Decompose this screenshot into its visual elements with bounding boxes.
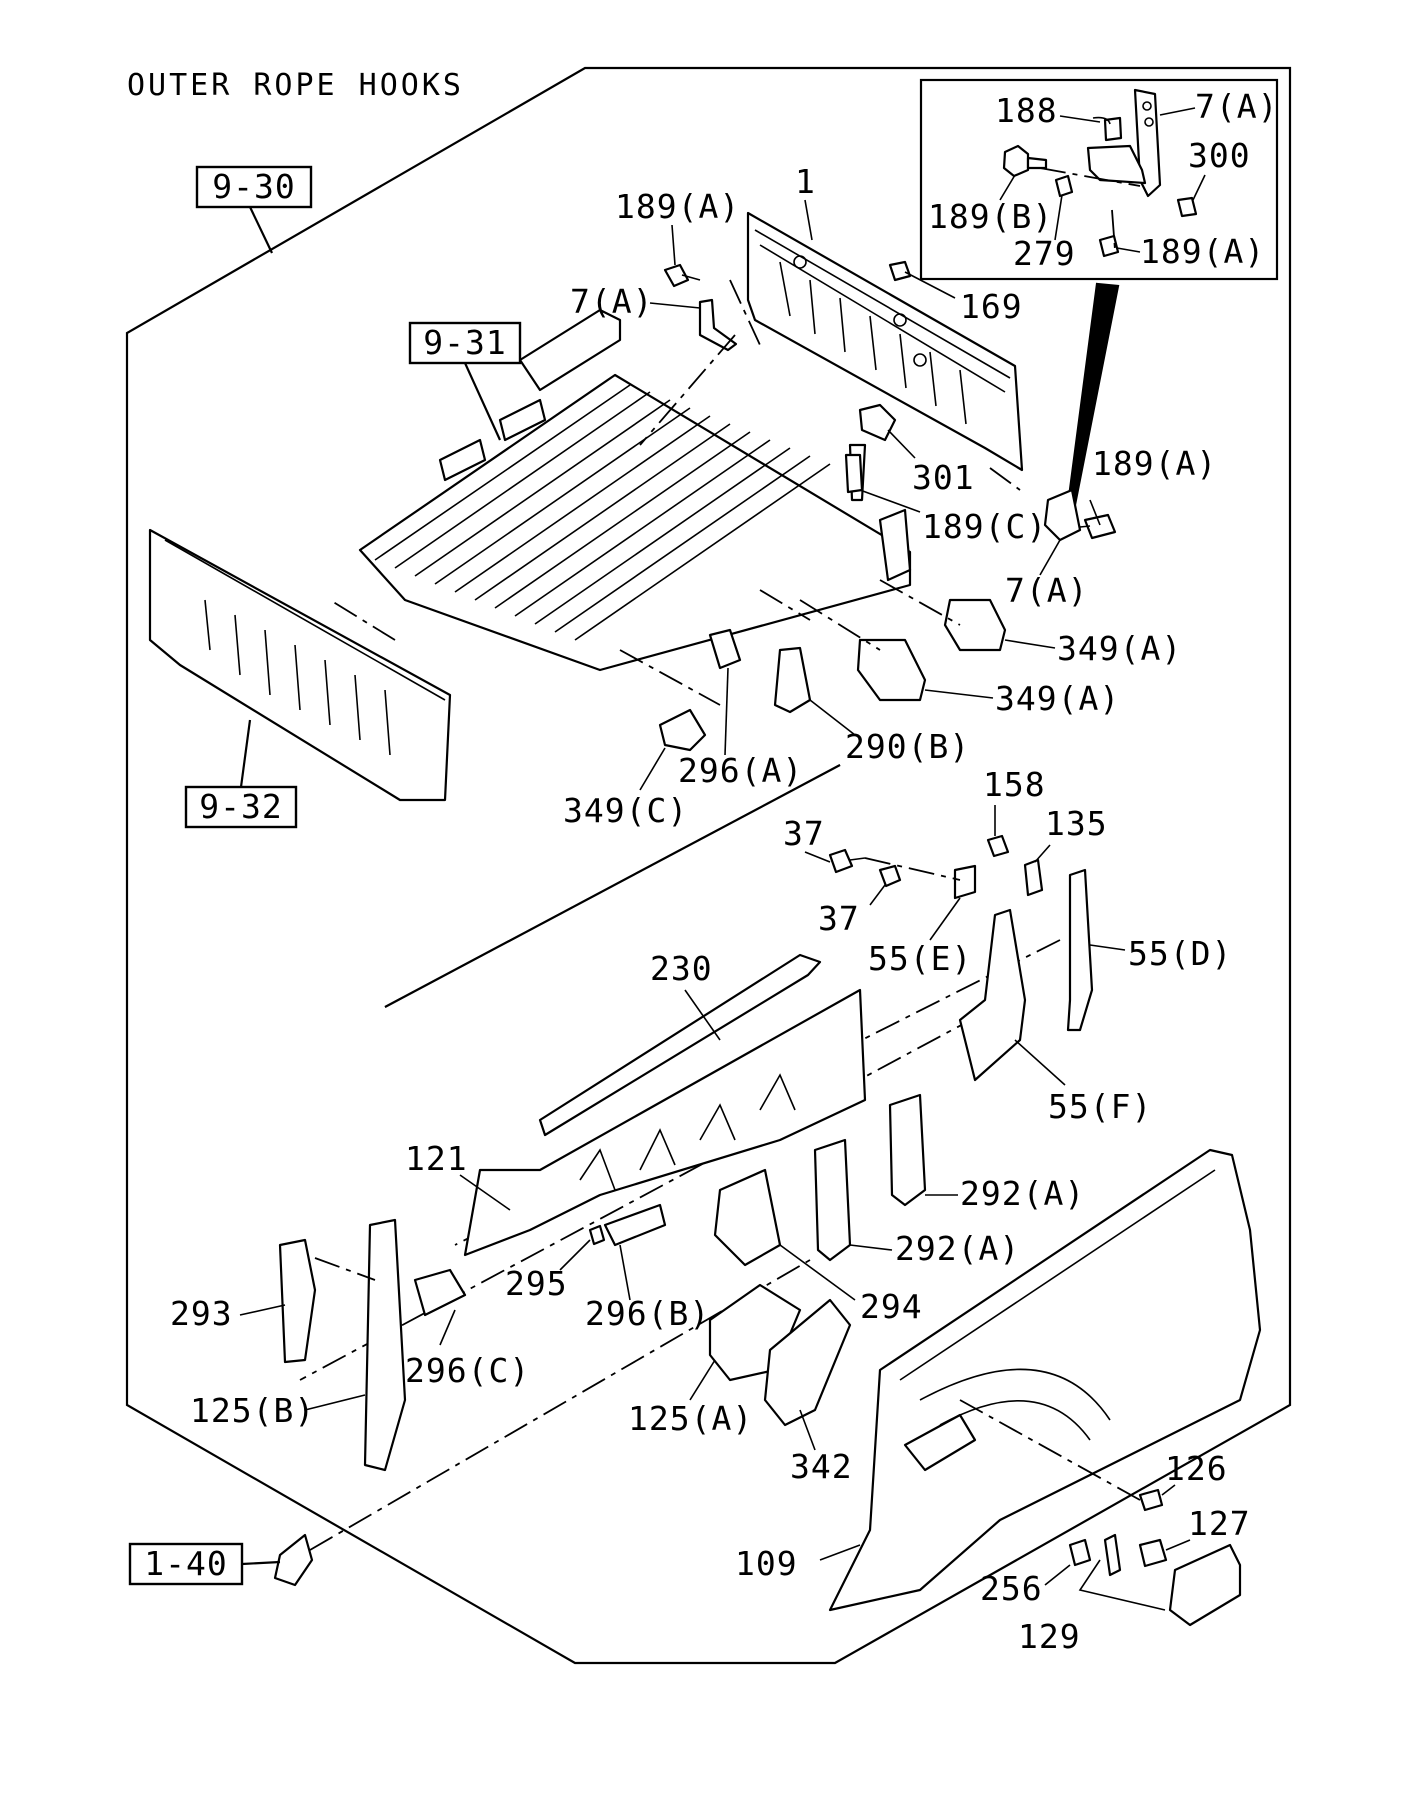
part-37-bolt-a xyxy=(828,848,854,874)
reference-box-1-40: 1-40 xyxy=(128,1542,244,1586)
part-121-inner-side-panel xyxy=(463,988,867,1257)
part-189a-bolt-top xyxy=(663,263,690,288)
callout-300: 300 xyxy=(1188,136,1251,175)
callout-55d: 55(D) xyxy=(1128,934,1232,973)
reference-label: 1-40 xyxy=(144,1544,227,1583)
callout-349a-upper: 349(A) xyxy=(1057,629,1182,668)
inset-hinge-assembly xyxy=(1002,88,1198,258)
callout-296c: 296(C) xyxy=(405,1351,530,1390)
part-55e-bracket xyxy=(953,864,977,900)
part-7a-hook-lower xyxy=(1043,488,1082,542)
callout-349a-lower: 349(A) xyxy=(995,679,1120,718)
callout-292a-lower: 292(A) xyxy=(895,1229,1020,1268)
callout-189a-inset: 189(A) xyxy=(1140,232,1265,271)
callout-109: 109 xyxy=(735,1544,798,1583)
callout-230: 230 xyxy=(650,949,713,988)
part-37-bolt-b xyxy=(878,864,902,888)
part-189a-bolt-right xyxy=(1083,513,1117,540)
part-342-seal xyxy=(763,1298,852,1427)
callout-37-upper: 37 xyxy=(783,814,825,853)
boundary-outline xyxy=(125,66,1292,1665)
part-109-outer-side-panel xyxy=(828,1148,1262,1612)
callout-7a: 7(A) xyxy=(1195,87,1278,126)
callout-188: 188 xyxy=(995,91,1058,130)
reference-box-9-30: 9-30 xyxy=(195,165,313,209)
callout-1: 1 xyxy=(795,162,816,201)
callout-342: 342 xyxy=(790,1447,853,1486)
reference-box-9-31: 9-31 xyxy=(408,321,522,365)
reference-label: 9-32 xyxy=(199,787,282,826)
callout-292a-upper: 292(A) xyxy=(960,1174,1085,1213)
callout-125b: 125(B) xyxy=(190,1391,315,1430)
callout-126: 126 xyxy=(1165,1449,1228,1488)
part-127-bolt xyxy=(1138,1538,1168,1568)
part-125b-pillar xyxy=(363,1218,407,1472)
part-230-top-rail xyxy=(538,953,822,1137)
callout-37-lower: 37 xyxy=(818,899,860,938)
reference-label: 9-31 xyxy=(423,323,506,362)
part-296c-clip xyxy=(413,1268,467,1317)
part-158-bolt xyxy=(986,834,1010,858)
part-169-cap xyxy=(888,260,912,282)
part-296b-clip xyxy=(603,1203,667,1247)
bed-crossmember-brackets xyxy=(658,598,1007,752)
part-129-cover xyxy=(1168,1543,1242,1627)
callout-189a-top: 189(A) xyxy=(615,187,740,226)
reference-label: 9-30 xyxy=(212,167,295,206)
callout-129: 129 xyxy=(1018,1617,1081,1656)
callout-7a-lower: 7(A) xyxy=(1005,571,1088,610)
callout-labels: 188 7(A) 300 189(B) 279 189(A) 189(A) 1 … xyxy=(170,87,1278,1656)
part-7a-hook-left xyxy=(698,298,738,352)
inset-detail-box xyxy=(919,78,1279,281)
part-189c-bolt xyxy=(844,453,864,494)
callout-294: 294 xyxy=(860,1287,923,1326)
callout-189b: 189(B) xyxy=(928,197,1053,236)
part-135-clip xyxy=(1023,858,1044,897)
tailgate-panel xyxy=(746,211,1024,472)
diagram-title: OUTER ROPE HOOKS xyxy=(127,68,464,103)
part-293-pillar-reinforcement xyxy=(278,1238,317,1364)
callout-55e: 55(E) xyxy=(868,939,972,978)
callout-293: 293 xyxy=(170,1294,233,1333)
part-294-wheelhouse-bracket xyxy=(713,1168,782,1267)
callout-296b: 296(B) xyxy=(585,1294,710,1333)
callout-189c: 189(C) xyxy=(922,507,1047,546)
callout-135: 135 xyxy=(1045,804,1108,843)
callout-290b: 290(B) xyxy=(845,727,970,766)
part-295-fastener xyxy=(588,1224,606,1246)
part-256-clip xyxy=(1068,1538,1092,1567)
part-292a-bracket-lower xyxy=(813,1138,852,1262)
part-256-spring xyxy=(1103,1533,1122,1577)
part-126-bolt xyxy=(1138,1488,1164,1512)
part-301-latch xyxy=(858,403,897,442)
part-55f-bracket xyxy=(958,908,1027,1082)
callout-301: 301 xyxy=(912,458,975,497)
callout-279: 279 xyxy=(1013,234,1076,273)
callout-296a: 296(A) xyxy=(678,751,803,790)
bed-floor xyxy=(358,308,912,672)
callout-55f: 55(F) xyxy=(1048,1087,1152,1126)
callout-158: 158 xyxy=(983,765,1046,804)
callout-256: 256 xyxy=(980,1569,1043,1608)
callout-169: 169 xyxy=(960,287,1023,326)
part-1-40-reference-part xyxy=(273,1533,314,1587)
part-292a-bracket-upper xyxy=(888,1093,927,1207)
callout-121: 121 xyxy=(405,1139,468,1178)
callout-125a: 125(A) xyxy=(628,1399,753,1438)
callout-349c: 349(C) xyxy=(563,791,688,830)
callout-127: 127 xyxy=(1188,1504,1251,1543)
part-55d-pillar xyxy=(1066,868,1094,1032)
callout-295: 295 xyxy=(505,1264,568,1303)
callout-7a-left: 7(A) xyxy=(570,282,653,321)
reference-box-9-32: 9-32 xyxy=(184,785,298,829)
inset-pointer-wedge xyxy=(1064,282,1120,522)
front-bed-panel xyxy=(148,528,452,802)
callout-189a-right: 189(A) xyxy=(1092,444,1217,483)
